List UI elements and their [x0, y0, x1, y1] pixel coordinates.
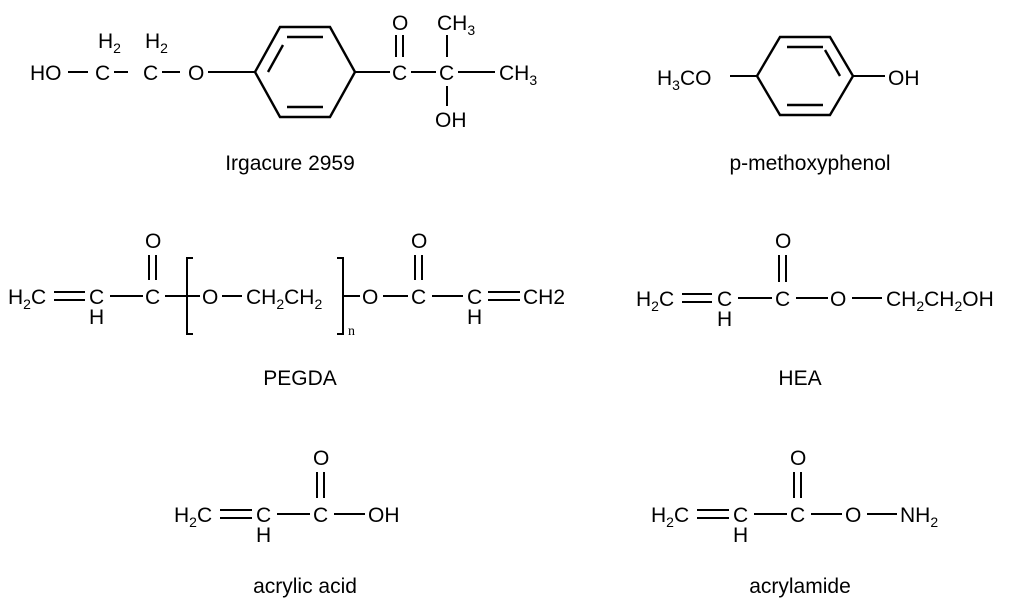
irgacure-carbonyl-c-label: C	[392, 62, 407, 85]
irgacure-ho-label: HO	[30, 62, 62, 85]
pegda-ch2ch2-label: CH2CH2	[246, 286, 322, 312]
p-methoxyphenol-structure: H3CO OH	[657, 35, 920, 117]
pegda-ch-h-label: H	[89, 306, 104, 329]
hea-ch2ch2oh-label: CH2CH2OH	[886, 288, 994, 314]
pegda-carbonyl2-c-label: C	[411, 286, 426, 309]
irgacure-o1-label: O	[188, 62, 204, 85]
methoxyphenol-ring-double-bond	[823, 49, 842, 77]
pegda-right-o-label: O	[362, 286, 378, 309]
pegda-repeat-n-label: n	[348, 324, 355, 339]
pegda-left-bracket	[186, 257, 193, 335]
pegda-ch2-h-label: H	[467, 306, 482, 329]
acrylamide-ch-h-label: H	[733, 524, 748, 547]
irgacure-ch3-right-label: CH3	[499, 62, 537, 88]
pegda-carbonyl2-o-label: O	[411, 230, 427, 253]
hea-ch-c-label: C	[717, 288, 732, 311]
irgacure-ring-double-bond	[266, 44, 285, 73]
hea-name-label: HEA	[778, 367, 821, 390]
acrylic-h2c-label: H2C	[174, 504, 212, 530]
acrylic-ch-h-label: H	[256, 524, 271, 547]
hea-carbonyl-o-label: O	[775, 230, 791, 253]
hea-h2c-label: H2C	[636, 288, 674, 314]
acrylic-acid-structure: H2C C H C O OH	[174, 447, 400, 547]
acrylic-carbonyl-c-label: C	[313, 504, 328, 527]
methoxyphenol-oh-label: OH	[888, 67, 920, 90]
acrylic-ch-c-label: C	[256, 504, 271, 527]
pegda-right-bracket	[337, 257, 344, 335]
irgacure-h2b-label: H2	[145, 30, 168, 56]
irgacure-h2a-label: H2	[98, 30, 121, 56]
irgacure-oh-label: OH	[435, 109, 467, 132]
irgacure-benzene-ring	[253, 25, 357, 119]
pegda-carbonyl1-o-label: O	[145, 230, 161, 253]
acrylamide-ch-c-label: C	[733, 504, 748, 527]
methoxyphenol-h3co-label: H3CO	[657, 67, 711, 93]
irgacure-name-label: Irgacure 2959	[225, 152, 355, 175]
hea-ch-h-label: H	[717, 308, 732, 331]
hea-structure: H2C C H C O O CH2CH2OH	[636, 230, 994, 331]
pegda-ch-c-label: C	[89, 286, 104, 309]
methoxyphenol-benzene-ring	[755, 35, 855, 117]
acrylamide-name-label: acrylamide	[749, 575, 851, 598]
acrylamide-nh2-label: NH2	[900, 504, 938, 530]
acrylic-oh-label: OH	[368, 504, 400, 527]
acrylamide-carbonyl-c-label: C	[790, 504, 805, 527]
irgacure-quat-c-label: C	[439, 62, 454, 85]
acrylamide-carbonyl-o-label: O	[790, 447, 806, 470]
irgacure-carbonyl-o-label: O	[392, 12, 408, 35]
pegda-inner-o-label: O	[202, 286, 218, 309]
irgacure-c2-label: C	[143, 62, 158, 85]
pegda-carbonyl1-c-label: C	[145, 286, 160, 309]
pegda-h2c-label: H2C	[8, 286, 46, 312]
acrylamide-o-label: O	[845, 504, 861, 527]
pegda-ch2-end-label: CH2	[523, 286, 565, 309]
irgacure-ch3-top-label: CH3	[437, 12, 475, 38]
acrylic-carbonyl-o-label: O	[313, 447, 329, 470]
acrylamide-h2c-label: H2C	[651, 504, 689, 530]
hea-ester-o-label: O	[830, 288, 846, 311]
irgacure-c1-label: C	[95, 62, 110, 85]
acrylamide-structure: H2C C H C O O NH2	[651, 447, 938, 547]
hea-carbonyl-c-label: C	[775, 288, 790, 311]
acrylic-acid-name-label: acrylic acid	[253, 575, 357, 598]
irgacure-2959-structure: HO H2 C H2 C O C O C CH3 CH3 OH	[30, 12, 537, 132]
pegda-structure: H2C C H C O O CH2CH2 n O C O C H CH2	[8, 230, 565, 339]
methoxyphenol-name-label: p-methoxyphenol	[729, 152, 890, 175]
pegda-ch2-c-label: C	[467, 286, 482, 309]
pegda-name-label: PEGDA	[263, 367, 337, 390]
